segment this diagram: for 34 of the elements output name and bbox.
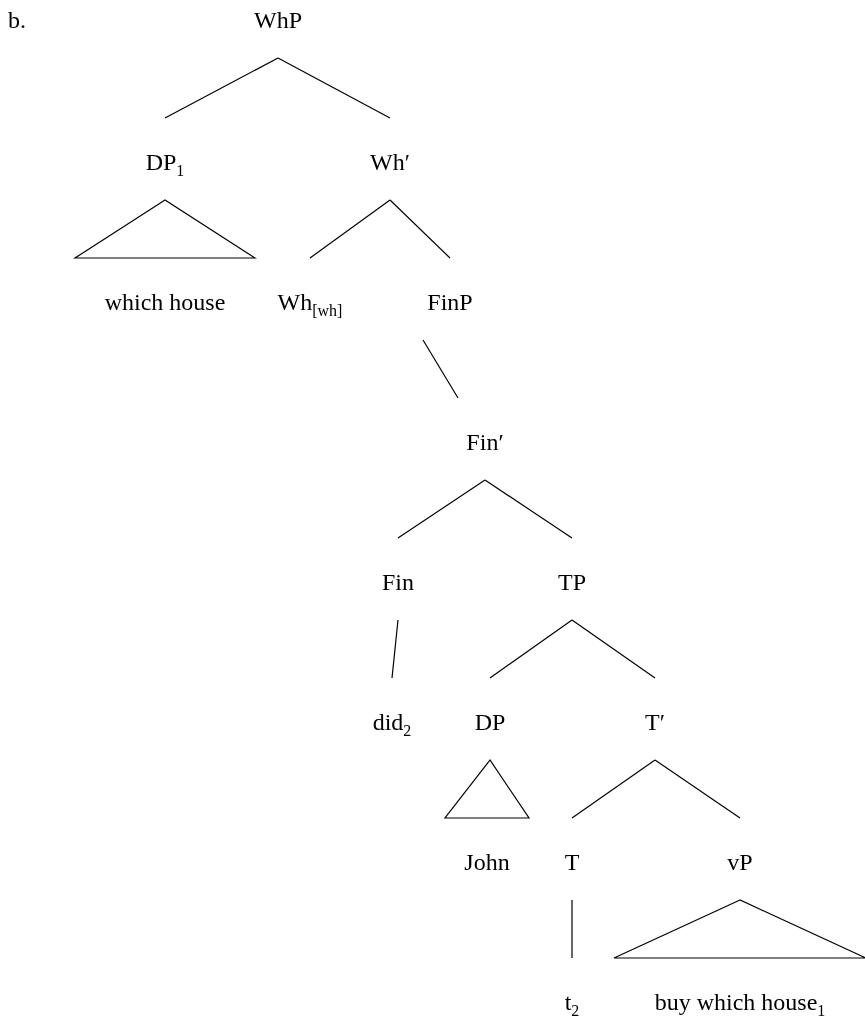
tree-node-label: which house	[100, 258, 230, 340]
branch-line	[571, 759, 656, 819]
tree-node-label: TP	[554, 538, 590, 620]
branch-line	[654, 759, 741, 819]
tree-node-label: DP$_{1}$	[141, 118, 189, 200]
triangle-roof	[72, 199, 258, 259]
tree-node-label: Wh′	[366, 118, 414, 200]
triangle-roof	[443, 758, 531, 819]
branch-line	[489, 619, 573, 679]
branch-line	[422, 339, 459, 399]
tree-node-label: WhP	[250, 0, 306, 58]
branch-line	[484, 479, 573, 539]
tree-node-label: T′	[641, 678, 669, 760]
branch-line	[164, 57, 279, 119]
tree-node-label: did$_{2}$	[368, 678, 416, 760]
tree-node-label: buy which house$_{1}$	[650, 958, 830, 1028]
tree-node-label: T	[560, 818, 584, 900]
tree-node-label: Wh$_{[wh]}$	[273, 258, 347, 340]
branch-line	[391, 619, 399, 679]
tree-node-label: t$_{2}$	[560, 958, 584, 1028]
tree-node-label: Fin	[378, 538, 418, 620]
branch-line	[571, 619, 656, 679]
tree-node-label: vP	[723, 818, 757, 900]
tree-node-label: FinP	[423, 258, 477, 340]
example-letter: b.	[8, 6, 26, 34]
tree-node-label: John	[460, 818, 514, 900]
tree-node-label: Fin′	[462, 398, 508, 480]
branch-line	[397, 479, 486, 539]
triangle-roof	[613, 899, 865, 959]
branch-line	[277, 57, 391, 119]
branch-line	[309, 199, 391, 259]
branch-line	[571, 899, 573, 959]
branch-line	[389, 199, 451, 259]
tree-node-label: DP	[470, 678, 510, 760]
